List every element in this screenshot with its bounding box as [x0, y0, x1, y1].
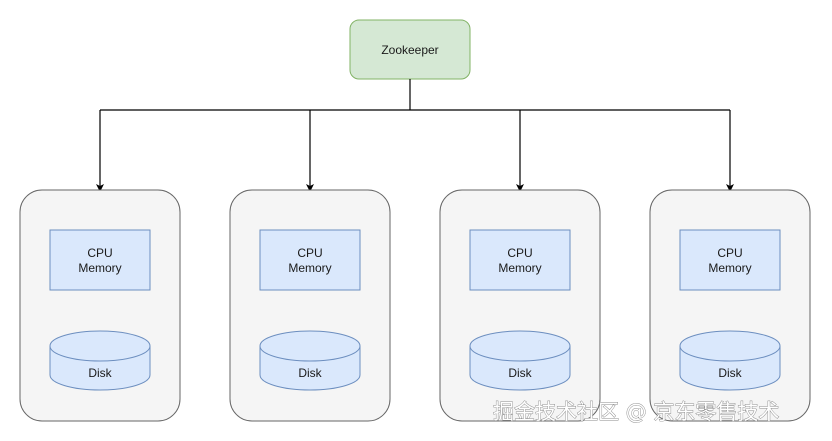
disk-cylinder-icon[interactable]: Disk — [679, 330, 781, 391]
disk-top — [259, 330, 361, 362]
zookeeper-label: Zookeeper — [381, 43, 438, 57]
zookeeper-node[interactable]: Zookeeper — [349, 19, 471, 80]
disk-cylinder-icon[interactable]: Disk — [259, 330, 361, 391]
resource-label-cpu: CPU — [297, 246, 322, 260]
resource-box-frame — [679, 229, 781, 291]
disk-label: Disk — [88, 366, 112, 380]
resource-label-cpu: CPU — [717, 246, 742, 260]
disk-cylinder-icon[interactable]: Disk — [469, 330, 571, 391]
resource-label-cpu: CPU — [507, 246, 532, 260]
watermark-text: 掘金技术社区 @ 京东零售技术 — [493, 400, 779, 424]
disk-top — [469, 330, 571, 362]
resource-label-memory: Memory — [78, 261, 121, 275]
resource-label-memory: Memory — [288, 261, 331, 275]
disk-label: Disk — [508, 366, 532, 380]
resource-label-memory: Memory — [498, 261, 541, 275]
resource-box-frame — [49, 229, 151, 291]
disk-top — [679, 330, 781, 362]
disk-cylinder-icon[interactable]: Disk — [49, 330, 151, 391]
resource-box-frame — [259, 229, 361, 291]
disk-label: Disk — [718, 366, 742, 380]
disk-label: Disk — [298, 366, 322, 380]
resource-label-memory: Memory — [708, 261, 751, 275]
connector-group — [96, 79, 734, 192]
resource-box-frame — [469, 229, 571, 291]
resource-label-cpu: CPU — [87, 246, 112, 260]
disk-top — [49, 330, 151, 362]
